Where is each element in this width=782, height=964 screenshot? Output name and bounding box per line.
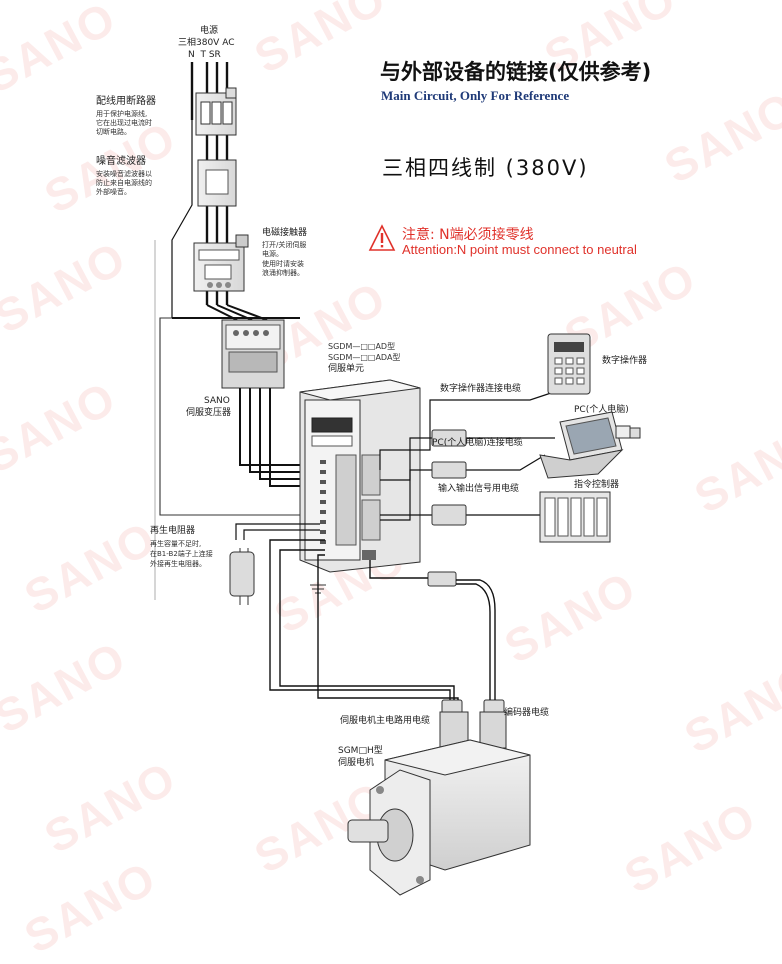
pc-device <box>539 411 641 479</box>
motor-title: 伺服电机 <box>338 758 375 768</box>
operator-title: 数字操作器 <box>602 356 648 366</box>
operator-cable-title: 数字操作器连接电缆 <box>440 384 522 394</box>
servo-motor-device <box>347 711 531 896</box>
contactor-device <box>193 234 249 292</box>
servo-unit-device <box>299 379 421 573</box>
controller-device <box>539 491 611 543</box>
regen-title: 再生电阻器 <box>150 526 196 536</box>
filter-desc-2: 防止来自电源线的 <box>96 179 152 187</box>
contactor-desc-4: 浪涌抑制器。 <box>262 269 304 277</box>
breaker-title: 配线用断路器 <box>96 96 156 107</box>
operator-device <box>547 333 591 395</box>
transformer-title: 伺服变压器 <box>186 408 232 418</box>
warning-note-en: Attention:N point must connect to neutra… <box>402 242 637 257</box>
filter-desc-1: 安装噪音滤波器以 <box>96 170 152 178</box>
regen-desc-2: 在B1-B2端子上连接 <box>150 550 213 558</box>
transformer-device <box>221 319 285 389</box>
servo-model-2: SGDM—□□ADA型 <box>328 353 401 362</box>
contactor-title: 电磁接触器 <box>262 228 308 238</box>
breaker-desc-2: 它在出现过电流时 <box>96 119 152 127</box>
power-spec: 三相380V AC <box>178 38 235 48</box>
regen-desc-1: 再生容量不足时, <box>150 540 202 548</box>
regen-resistor-device <box>229 523 320 605</box>
power-title: 电源 <box>200 26 219 36</box>
motor-model: SGM□H型 <box>338 746 383 756</box>
servo-unit-title: 伺服单元 <box>328 364 365 374</box>
breaker-desc-3: 切断电路。 <box>96 128 131 136</box>
page-title: 与外部设备的链接(仅供参考) <box>380 60 652 84</box>
page-title-english: Main Circuit, Only For Reference <box>381 88 570 103</box>
power-terminals: N T SR <box>188 50 221 60</box>
contactor-desc-3: 使用时请安装 <box>262 260 304 268</box>
pc-cable-title: PC(个人电脑)连接电缆 <box>432 438 523 448</box>
connectors <box>427 429 505 715</box>
system-subtitle: 三相四线制 (380V) <box>382 156 589 180</box>
encoder-cable-title: 编码器电缆 <box>504 708 550 718</box>
io-cable-title: 输入输出信号用电缆 <box>438 484 520 494</box>
servo-model-1: SGDM—□□AD型 <box>328 342 396 351</box>
controller-title: 指令控制器 <box>574 480 620 490</box>
filter-desc-3: 外部噪音。 <box>96 188 131 196</box>
pc-title: PC(个人电脑) <box>574 405 629 415</box>
noise-filter-device <box>197 159 237 207</box>
breaker-device <box>195 87 237 136</box>
warning-note-cn: 注意: N端必须接零线 <box>402 227 534 243</box>
filter-title: 噪音滤波器 <box>96 156 146 167</box>
warning-icon <box>368 224 396 251</box>
power-lines <box>171 62 229 318</box>
contactor-desc-2: 电源。 <box>262 250 283 258</box>
breaker-desc-1: 用于保护电源线, <box>96 110 148 118</box>
motor-cable-title: 伺服电机主电路用电缆 <box>340 716 431 726</box>
contactor-desc-1: 打开/关闭伺服 <box>262 241 307 249</box>
transformer-brand: SANO <box>204 396 230 406</box>
wiring-diagram <box>154 62 641 896</box>
regen-desc-3: 外接再生电阻器。 <box>150 560 206 568</box>
